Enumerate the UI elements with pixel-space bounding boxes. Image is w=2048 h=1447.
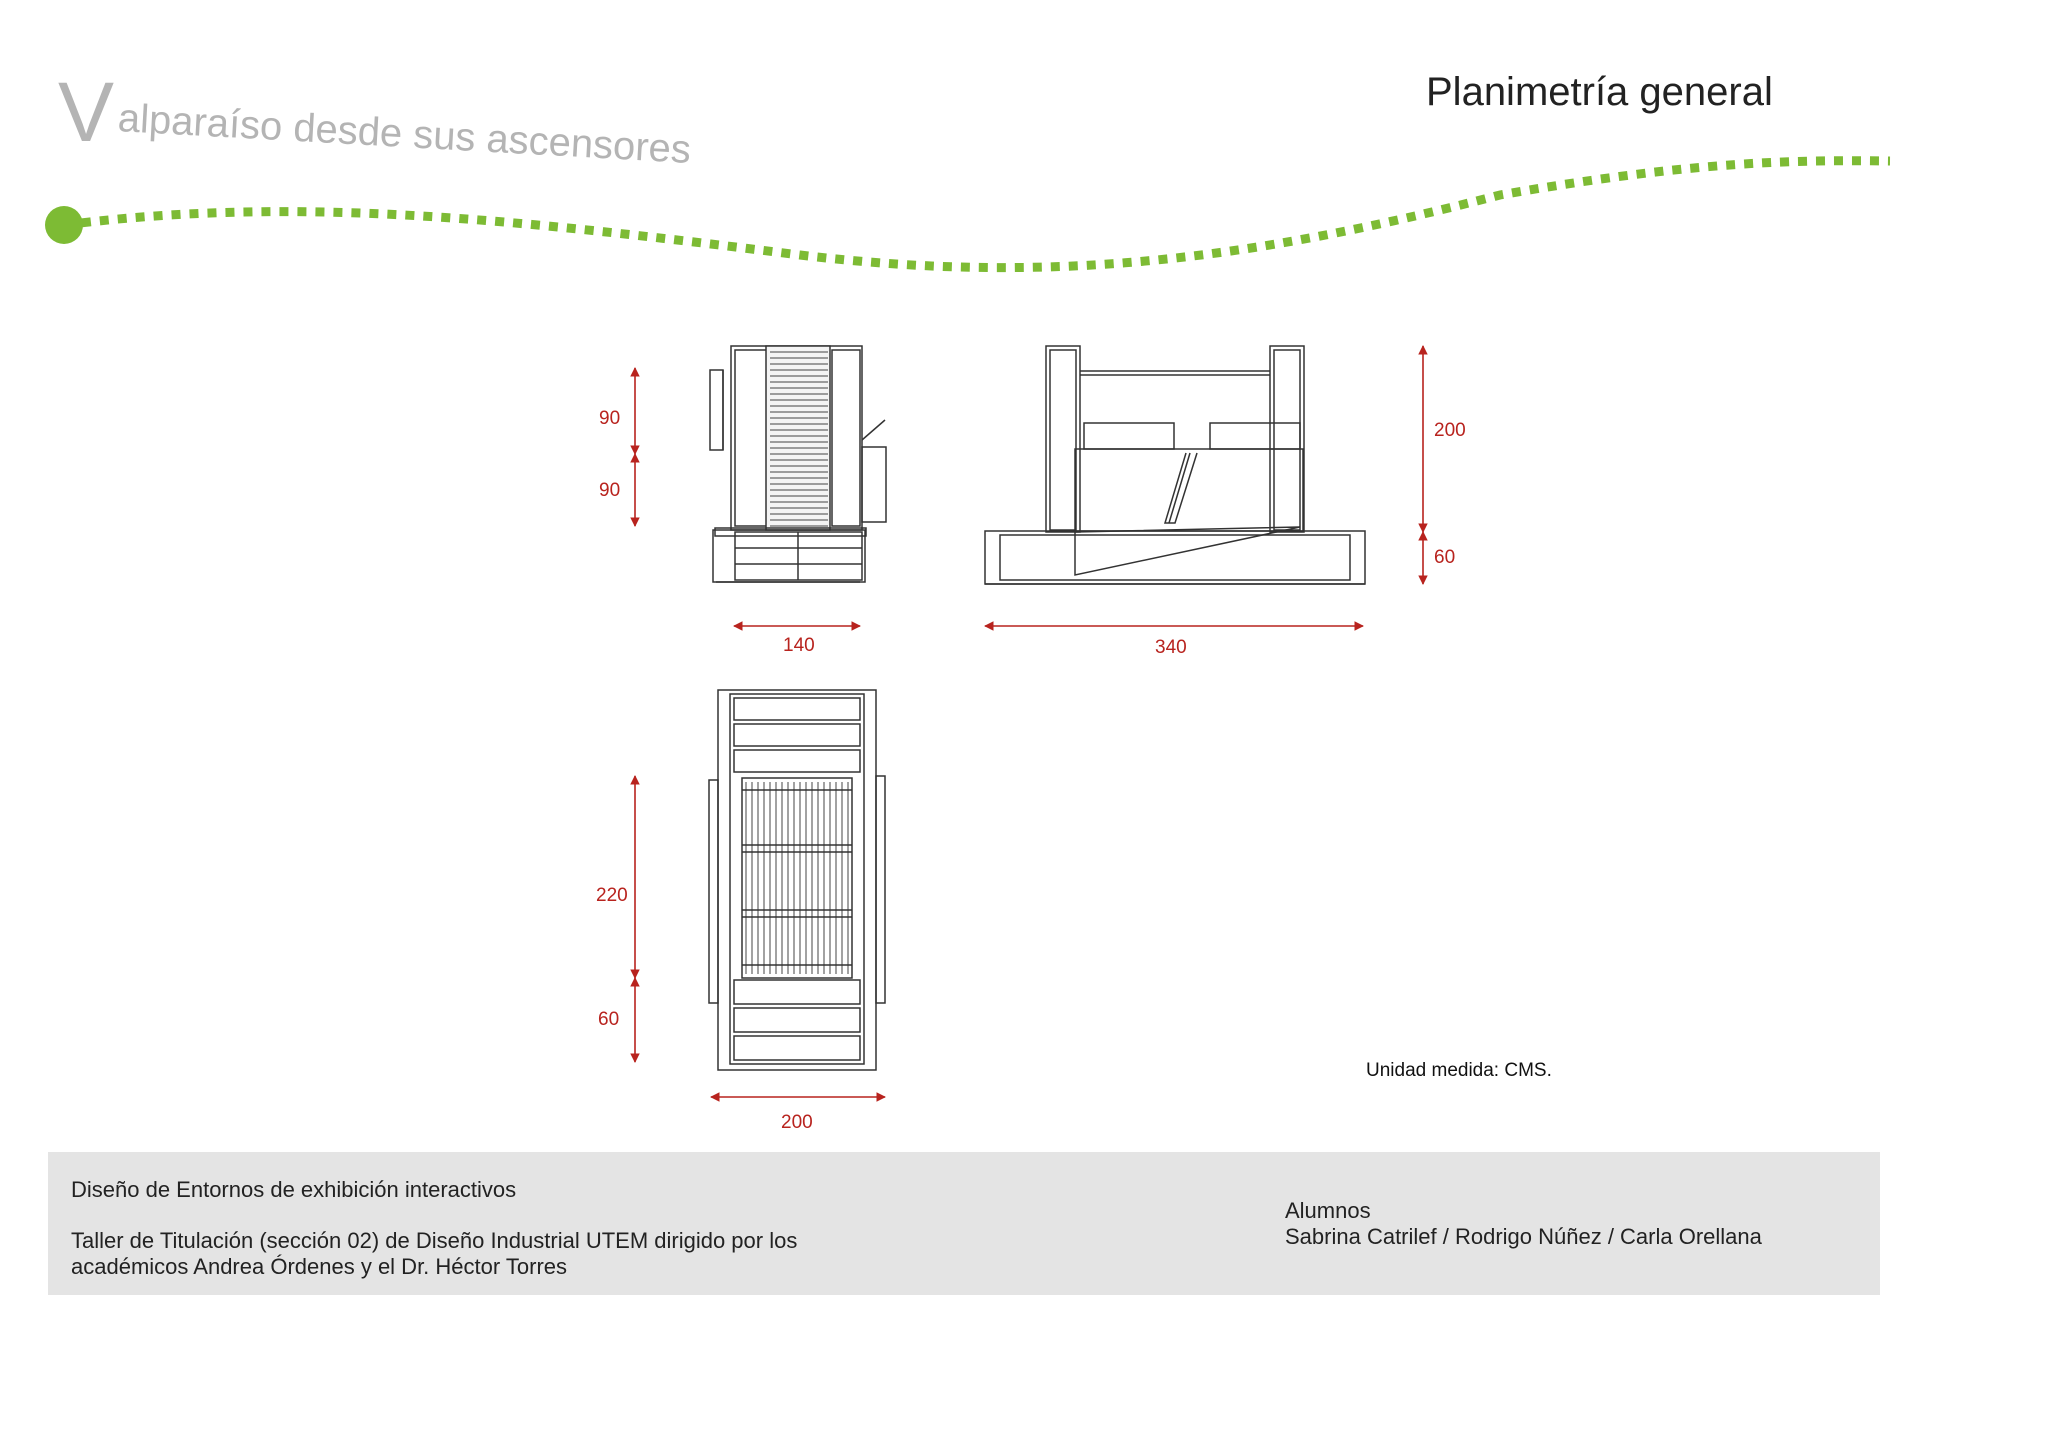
plan-view-drawing (708, 689, 886, 1071)
decorative-wave-line (63, 156, 1891, 273)
dimension-lines (630, 345, 1428, 1102)
side-view-dim-upper: 200 (1434, 420, 1466, 441)
footer-students-label: Alumnos (1285, 1198, 1371, 1223)
front-view-drawing (709, 345, 887, 583)
footer-students-names: Sabrina Catrilef / Rodrigo Núñez / Carla… (1285, 1224, 1762, 1249)
front-view-dim-width: 140 (783, 635, 815, 656)
plan-view-dim-upper: 220 (596, 885, 628, 906)
plan-view-dim-lower: 60 (598, 1009, 619, 1030)
front-view-slats (770, 351, 828, 527)
plan-view-slats (745, 782, 849, 974)
page-title: Planimetría general (1426, 70, 1773, 114)
plan-view-dim-width: 200 (781, 1112, 813, 1133)
wave-start-dot (45, 206, 83, 244)
footer-project: Diseño de Entornos de exhibición interac… (71, 1177, 517, 1202)
side-view-dim-lower: 60 (1434, 547, 1455, 568)
unit-note: Unidad medida: CMS. (1366, 1060, 1552, 1081)
footer-panel: Diseño de Entornos de exhibición interac… (48, 1152, 1880, 1295)
side-view-drawing (984, 345, 1366, 585)
front-view-dim-upper: 90 (599, 408, 620, 429)
front-view-dim-lower: 90 (599, 480, 620, 501)
header-title-initial: V (58, 65, 115, 159)
side-view-dim-width: 340 (1155, 637, 1187, 658)
footer-workshop-line2: académicos Andrea Órdenes y el Dr. Hécto… (71, 1254, 568, 1279)
footer-workshop-line1: Taller de Titulación (sección 02) de Dis… (71, 1228, 798, 1253)
